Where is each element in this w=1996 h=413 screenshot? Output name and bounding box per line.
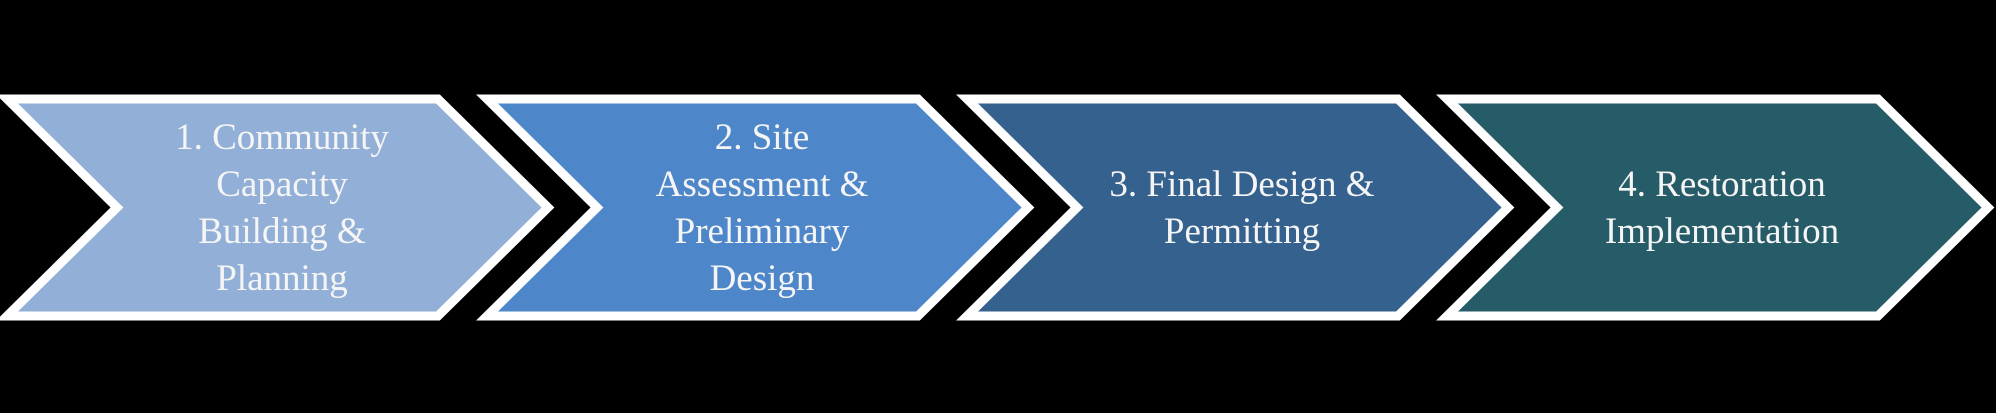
chevron-step-1-shape xyxy=(0,94,555,321)
chevron-step-2-shape xyxy=(476,94,1035,321)
chevron-step-3-shape xyxy=(956,94,1515,321)
chevron-step-4-shape xyxy=(1436,94,1995,321)
